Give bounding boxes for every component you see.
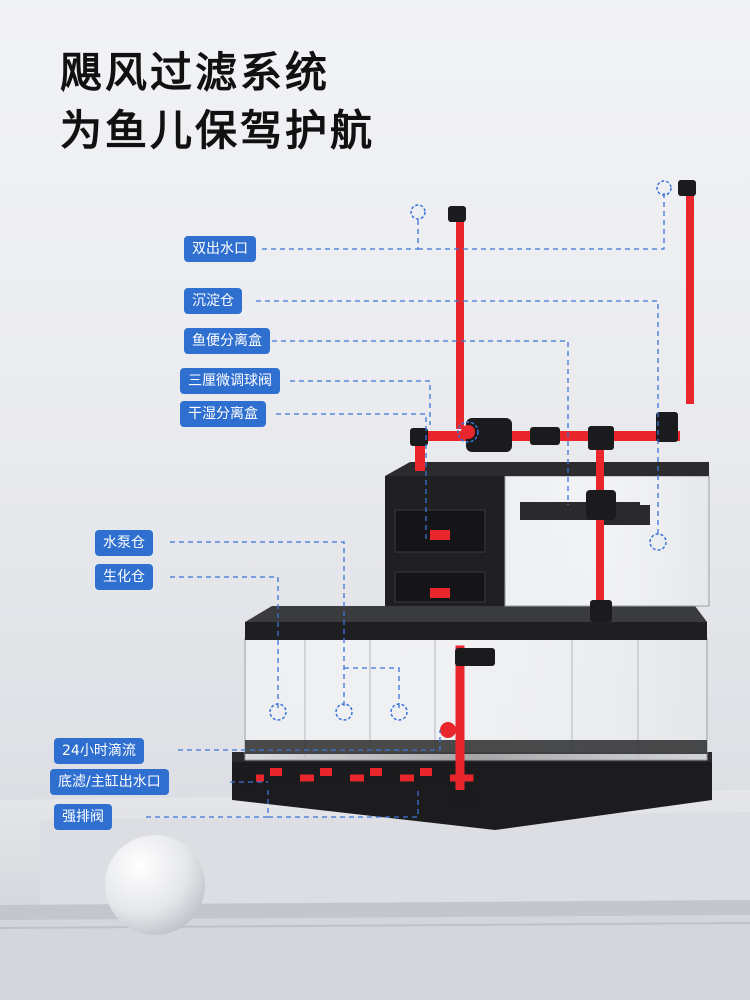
label-forced-drain-valve: 强排阀 (54, 804, 112, 830)
label-fine-tune-ball-valve: 三厘微调球阀 (180, 368, 280, 394)
pipe-fittings (236, 180, 696, 810)
label-bio-chamber: 生化仓 (95, 564, 153, 590)
label-sump-main-outlet: 底滤/主缸出水口 (50, 769, 169, 795)
label-dual-outlet: 双出水口 (184, 236, 256, 262)
leader-markers (269, 180, 672, 721)
label-fish-waste-separator: 鱼便分离盒 (184, 328, 270, 354)
tank-lid (245, 606, 707, 640)
pedestal (0, 790, 750, 1000)
leader-lines (146, 192, 665, 818)
valve-handles (270, 425, 475, 776)
decor-ball (105, 835, 205, 935)
label-pump-chamber: 水泵仓 (95, 530, 153, 556)
headline-line-2: 为鱼儿保驾护航 (60, 106, 376, 155)
upper-filter-box (385, 462, 710, 607)
label-24h-drip: 24小时滴流 (54, 738, 144, 764)
label-wet-dry-separator: 干湿分离盒 (180, 401, 266, 427)
headline-line-1: 飓风过滤系统 (60, 48, 331, 97)
label-sediment-chamber: 沉淀仓 (184, 288, 242, 314)
